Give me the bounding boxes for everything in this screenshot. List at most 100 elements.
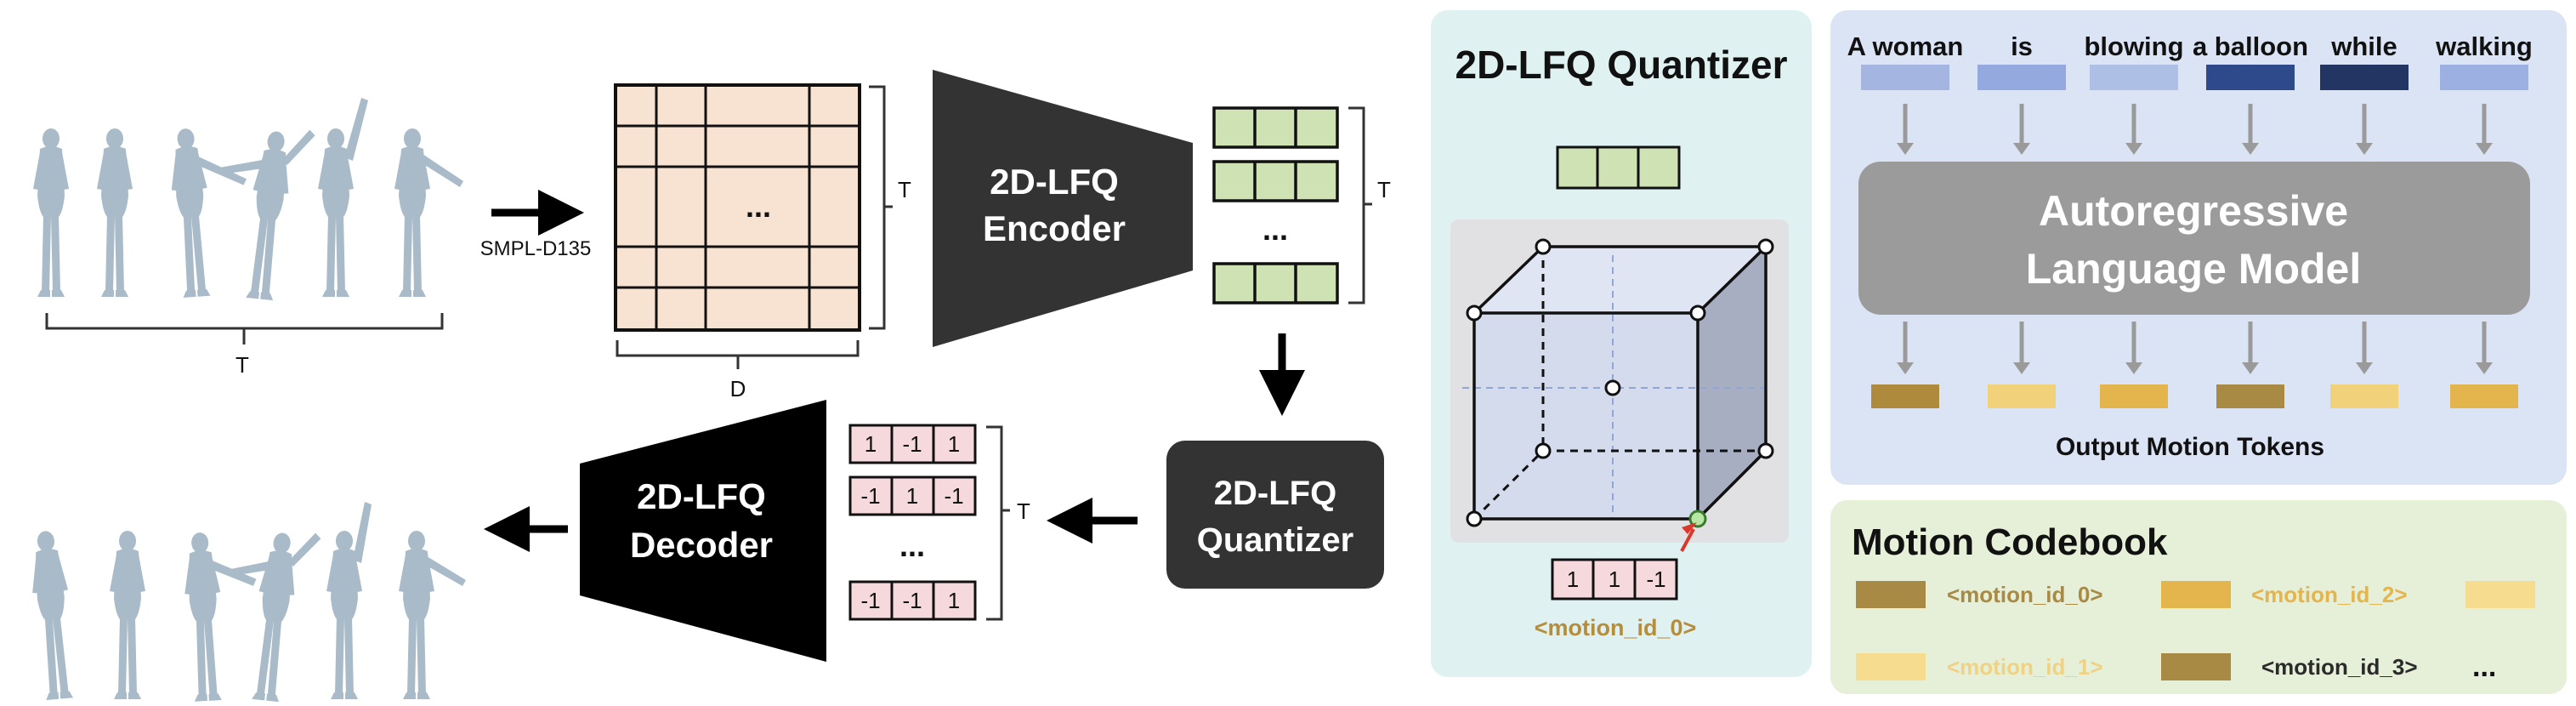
- codebook-title: Motion Codebook: [1852, 521, 2168, 563]
- token-value: -1: [860, 588, 880, 613]
- word-embedding-bar: [1977, 65, 2066, 90]
- flow-arrowhead: [2476, 143, 2493, 155]
- flow-arrowhead: [1897, 143, 1914, 155]
- word: while: [2330, 31, 2397, 61]
- output-arrows: [1897, 322, 2493, 374]
- flow-arrowhead: [2013, 143, 2030, 155]
- motion-sequence-output: [27, 502, 466, 703]
- matrix-t-label: T: [898, 177, 911, 202]
- matrix-d-bracket: [616, 340, 860, 369]
- quantizer-panel: 2D-LFQ Quantizer: [1431, 10, 1812, 677]
- token-value: -1: [944, 483, 963, 509]
- code-bit: 1: [1609, 567, 1620, 592]
- word: blowing: [2084, 31, 2183, 61]
- sequence-length-label: T: [235, 352, 249, 378]
- human-figure: [230, 531, 321, 703]
- panel-input-token: [1556, 145, 1681, 190]
- quantized-token-stack: 1 -1 1 -1 1 -1 -1 -1 1: [848, 424, 977, 621]
- lm-line1: Autoregressive: [2039, 187, 2348, 235]
- lfq-cube: [1462, 238, 1774, 552]
- human-figure: [399, 531, 466, 699]
- codebook-entry-label: <motion_id_3>: [2261, 654, 2418, 680]
- code-bit: 1: [1567, 567, 1579, 592]
- flow-arrowhead: [2125, 143, 2142, 155]
- quantizer-line1: 2D-LFQ: [1214, 475, 1336, 512]
- word-embedding-bar: [2320, 65, 2409, 90]
- human-figure: [181, 532, 257, 702]
- flow-arrowhead: [2013, 362, 2030, 374]
- codebook-swatch: [1856, 581, 1926, 608]
- token-value: -1: [902, 431, 922, 457]
- codebook-swatch: [2161, 581, 2231, 608]
- codebook-entry-label: <motion_id_2>: [2251, 582, 2408, 607]
- quantized-token: -1 -1 1: [848, 580, 977, 621]
- codebook-entry-label: <motion_id_1>: [1947, 654, 2103, 680]
- decoder-line2: Decoder: [630, 525, 773, 565]
- word: a balloon: [2193, 31, 2308, 61]
- codebook-entry-label: <motion_id_0>: [1947, 582, 2103, 607]
- word: A woman: [1847, 31, 1964, 61]
- word-embedding-bar: [2090, 65, 2178, 90]
- codebook-ellipsis: ...: [2472, 651, 2496, 683]
- matrix-ellipsis: ...: [746, 189, 771, 224]
- quantizer-block: 2D-LFQ Quantizer: [1166, 441, 1384, 589]
- quantized-token: 1 -1 1: [848, 424, 977, 464]
- output-token-bars: [1871, 384, 2518, 408]
- smpl-label: SMPL-D135: [480, 237, 592, 260]
- decoder-block: 2D-LFQ Decoder: [580, 400, 826, 662]
- codebook-swatch-partial: [2465, 581, 2535, 608]
- output-token-bar: [2216, 384, 2284, 408]
- quantized-t-bracket: [986, 425, 1010, 621]
- human-figure: [318, 98, 368, 297]
- human-figure: [394, 128, 463, 297]
- token-value: -1: [860, 483, 880, 509]
- word-embeddings: [1861, 65, 2528, 90]
- human-figure: [97, 128, 133, 297]
- input-arrows: [1897, 104, 2493, 155]
- encoded-token: [1212, 106, 1339, 149]
- language-model-panel: A woman is blowing a balloon while walki…: [1830, 10, 2567, 485]
- codebook-panel: Motion Codebook <motion_id_0> <motion_id…: [1830, 500, 2567, 694]
- selected-vertex: [1688, 510, 1707, 528]
- token-value: -1: [902, 588, 922, 613]
- quantized-t-label: T: [1017, 498, 1030, 524]
- panel-code-token: 1 1 -1: [1551, 558, 1678, 601]
- human-figure: [27, 529, 78, 701]
- word-embedding-bar: [1861, 65, 1949, 90]
- token-value: 1: [948, 588, 960, 613]
- word: walking: [2435, 31, 2533, 61]
- output-token-bar: [2450, 384, 2518, 408]
- encoder-line2: Encoder: [983, 208, 1126, 248]
- matrix-d-label: D: [730, 376, 746, 401]
- flow-arrowhead: [2356, 143, 2373, 155]
- token-value: 1: [948, 431, 960, 457]
- output-token-bar: [2100, 384, 2168, 408]
- codebook-swatch: [2161, 653, 2231, 680]
- code-label: <motion_id_0>: [1535, 615, 1697, 641]
- encoded-token-stack: [1212, 106, 1339, 305]
- feature-matrix: ...: [614, 83, 861, 332]
- quantized-token: -1 1 -1: [848, 475, 977, 516]
- lm-block: [1858, 162, 2530, 315]
- encoder-line1: 2D-LFQ: [990, 162, 1119, 202]
- quantizer-line2: Quantizer: [1197, 521, 1353, 559]
- flow-arrowhead: [2242, 362, 2259, 374]
- quantizer-panel-title: 2D-LFQ Quantizer: [1455, 43, 1787, 87]
- human-figure: [220, 129, 315, 301]
- encoded-t-label: T: [1377, 177, 1391, 202]
- output-token-bar: [1871, 384, 1939, 408]
- sequence-length-bracket: [45, 313, 444, 344]
- human-figure: [110, 531, 145, 699]
- human-figure: [326, 502, 372, 699]
- decoder-line1: 2D-LFQ: [637, 476, 766, 516]
- flow-arrowhead: [2476, 362, 2493, 374]
- matrix-t-bracket: [869, 85, 893, 330]
- token-value: 1: [865, 431, 877, 457]
- output-tokens-label: Output Motion Tokens: [2056, 433, 2324, 461]
- human-figure: [167, 127, 247, 299]
- encoded-token: [1212, 262, 1339, 305]
- quantized-ellipsis: ...: [899, 528, 925, 563]
- token-value: 1: [906, 483, 918, 509]
- motion-sequence-input: [33, 98, 463, 301]
